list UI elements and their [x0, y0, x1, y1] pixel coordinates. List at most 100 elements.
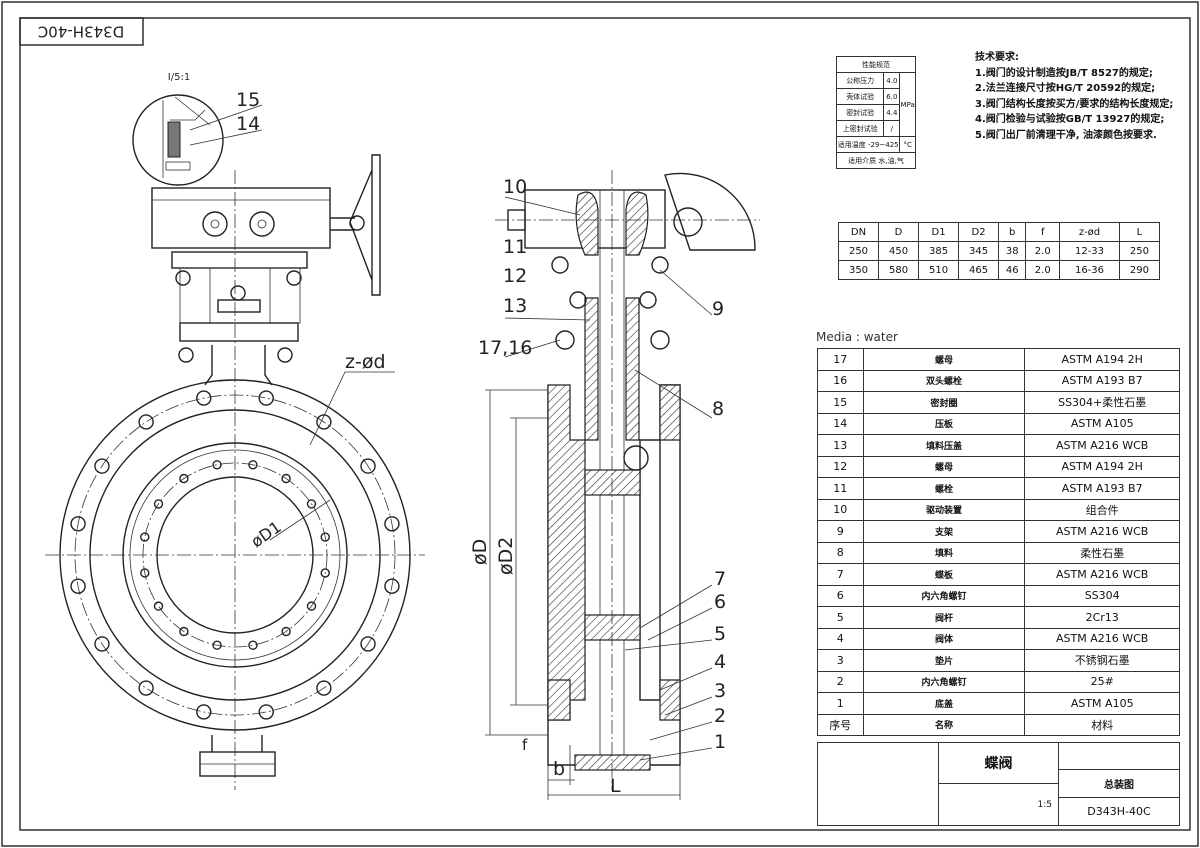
part-material: 不锈钢石墨	[1024, 649, 1180, 672]
callout-9: 9	[712, 298, 724, 320]
flange-bolt-hole	[138, 680, 154, 696]
parts-row: 序号名称材料	[817, 713, 1180, 736]
leader-line	[659, 667, 713, 691]
flange-bolt-hole	[94, 458, 110, 474]
part-name: 蝶板	[862, 563, 1026, 586]
flange-bolt-hole	[70, 516, 86, 532]
disc-bolt	[140, 568, 150, 578]
dim-D2: øD2	[495, 537, 517, 575]
bore-label: øD1	[247, 517, 284, 551]
dim-cell: DN	[837, 222, 880, 242]
part-no: 9	[817, 520, 864, 543]
part-no: 14	[817, 412, 864, 435]
flange-bolt-hole	[360, 636, 376, 652]
dim-cell: 16-36	[1059, 260, 1120, 280]
callout-15: 15	[236, 89, 260, 111]
dim-cell: 580	[878, 260, 920, 280]
part-name: 内六角螺钉	[862, 584, 1026, 607]
spec-cell: 密封试验	[835, 104, 885, 121]
part-material: ASTM A194 2H	[1024, 455, 1180, 478]
flange-bolt-hole	[316, 414, 332, 430]
part-name: 垫片	[862, 649, 1026, 672]
part-material: 25#	[1024, 670, 1180, 693]
part-material: ASTM A216 WCB	[1024, 563, 1180, 586]
spec-unit: MPa	[899, 72, 916, 137]
leader-line	[647, 607, 713, 641]
sector-gear	[664, 172, 756, 251]
part-name: 密封圈	[862, 391, 1026, 414]
part-no: 10	[817, 498, 864, 521]
callout-10: 10	[503, 176, 527, 198]
callout-6: 6	[714, 591, 726, 613]
part-no: 1	[817, 692, 864, 715]
disc-bolt	[153, 601, 164, 611]
scale: 1:5	[938, 783, 1059, 826]
bolt-hole-label: z-ød	[345, 351, 386, 373]
spec-cell: 壳体试验	[835, 88, 885, 105]
part-name: 支架	[862, 520, 1026, 543]
part-no: 8	[817, 541, 864, 564]
spec-cell: 上密封试验	[835, 120, 885, 137]
part-name: 驱动装置	[862, 498, 1026, 521]
spec-cell: 适用温度 -29~425	[835, 136, 901, 153]
dim-cell: D2	[958, 222, 1000, 242]
flange-bolt-hole	[258, 704, 274, 720]
dim-cell: f	[1025, 222, 1061, 242]
flange-bolt-hole	[258, 390, 274, 406]
drawing-type: 总装图	[1058, 769, 1180, 798]
disc-bolt	[179, 473, 189, 484]
callout-8: 8	[712, 398, 724, 420]
callout-7: 7	[714, 568, 726, 590]
dim-cell: 450	[878, 241, 920, 261]
part-name: 内六角螺钉	[862, 670, 1026, 693]
rotated-drawing-code: D343H-40C	[38, 23, 124, 41]
tech-item: 4.阀门检验与试验按GB/T 13927的规定;	[975, 114, 1165, 125]
part-material: 柔性石墨	[1024, 541, 1180, 564]
flange-bolt-hole	[196, 390, 212, 406]
dim-cell: 250	[837, 241, 880, 261]
dim-cell: 510	[918, 260, 960, 280]
disc-bolt	[212, 460, 222, 470]
tech-item: 5.阀门出厂前清理干净, 油漆颜色按要求.	[975, 129, 1157, 141]
part-name: 名称	[862, 713, 1026, 736]
product-name: 蝶阀	[938, 742, 1059, 784]
spec-cell: 适用介质 水,油,气	[836, 152, 916, 169]
disc-bolt	[248, 640, 258, 650]
part-name: 阀体	[862, 627, 1026, 650]
title-blank	[1058, 742, 1180, 770]
dim-cell: L	[1118, 222, 1161, 242]
part-name: 填料压盖	[862, 434, 1026, 457]
part-material: 材料	[1024, 713, 1180, 736]
part-name: 螺母	[862, 455, 1026, 478]
part-no: 12	[817, 455, 864, 478]
callout-11: 11	[503, 236, 527, 258]
dim-cell: 250	[1118, 241, 1161, 261]
disc-bolt	[140, 532, 150, 542]
dim-cell: 46	[998, 260, 1027, 280]
part-material: SS304+柔性石墨	[1024, 391, 1180, 414]
dim-cell: 345	[958, 241, 1000, 261]
part-no: 序号	[817, 713, 864, 736]
part-material: 组合件	[1024, 498, 1180, 521]
drawing-code: D343H-40C	[1058, 797, 1180, 826]
leader-line	[624, 639, 713, 651]
disc-bolt	[248, 460, 258, 470]
dim-b: b	[553, 758, 565, 780]
part-name: 底盖	[862, 692, 1026, 715]
dim-cell: 12-33	[1059, 241, 1120, 261]
